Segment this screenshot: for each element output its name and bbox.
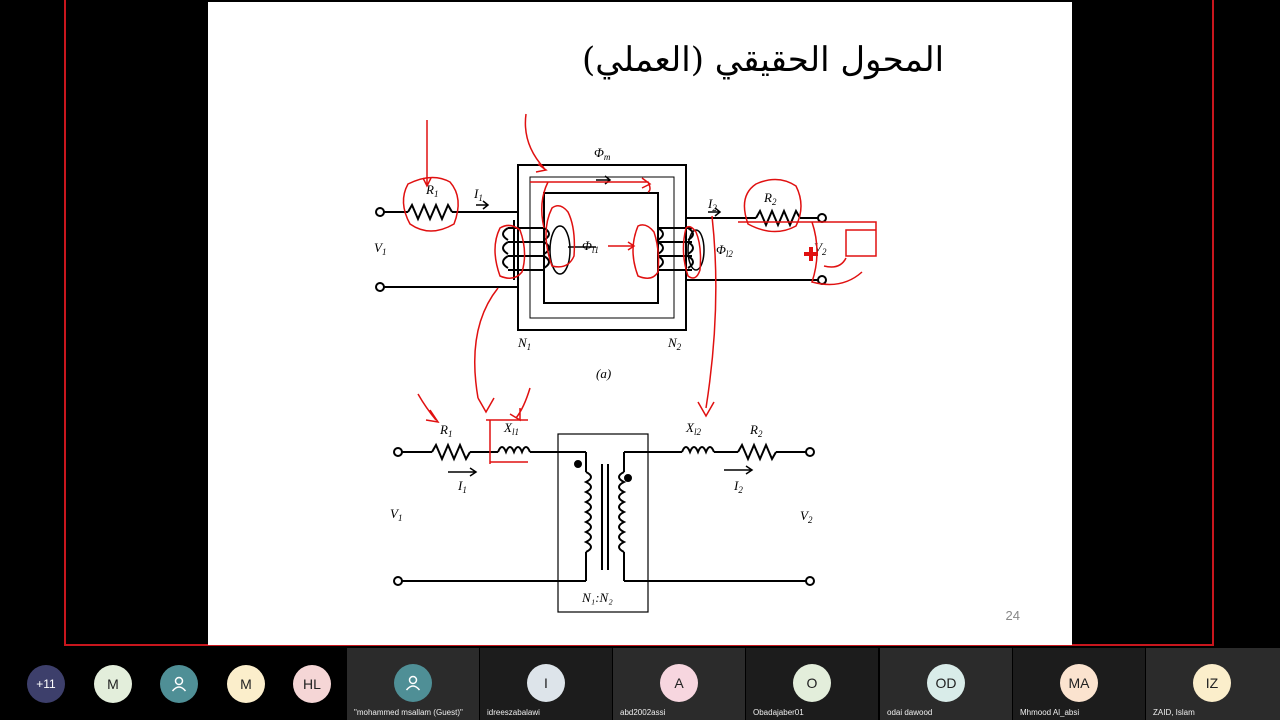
participant-avatar: OD [927, 664, 965, 702]
participant-avatar[interactable]: M [94, 665, 132, 703]
label-n2: N2 [667, 335, 682, 352]
participant-avatar: I [527, 664, 565, 702]
label-r1-eq: R1 [439, 422, 452, 439]
participant-tile[interactable]: IZ ZAID, Islam [1146, 648, 1280, 720]
participant-name: odai dawood [887, 708, 933, 717]
participant-avatar [394, 664, 432, 702]
xl1-inductor [497, 446, 531, 455]
participant-tile[interactable]: "mohammed msallam (Guest)" [347, 648, 479, 720]
label-xl2: Xl2 [685, 420, 701, 437]
participant-avatar: O [793, 664, 831, 702]
participant-tile[interactable]: OD odai dawood [880, 648, 1012, 720]
label-v2-eq: V2 [800, 508, 813, 525]
r2-eq-resistor [737, 442, 777, 462]
label-r2-eq: R2 [749, 422, 763, 439]
participant-name: Mhmood Al_absi [1020, 708, 1080, 717]
participants-bar: +11 M M HL "mohammed msallam (Guest)" I … [0, 648, 1280, 720]
ideal-transformer-box [557, 433, 649, 613]
participant-avatar[interactable]: M [227, 665, 265, 703]
label-phi-l1: Φl1 [582, 238, 599, 255]
label-v1: V1 [374, 240, 386, 257]
label-i1: I1 [473, 186, 483, 203]
secondary-coil [657, 227, 694, 271]
core-window [543, 192, 659, 304]
figure-a-labels: R1 I1 Φm I2 R2 V1 Φl1 Φl2 V2 N1 N2 (a) [374, 145, 827, 381]
presentation-slide: المحول الحقيقي (العملي) 24 [208, 2, 1072, 645]
participant-tile[interactable]: I idreeszabalawi [480, 648, 612, 720]
label-n1: N1 [517, 335, 531, 352]
user-icon [405, 675, 421, 691]
figure-b-labels: R1 Xl1 Xl2 R2 I1 I2 V1 V2 N₁:N₂ [390, 420, 813, 605]
participant-avatar: IZ [1193, 664, 1231, 702]
participant-avatar: MA [1060, 664, 1098, 702]
label-r1: R1 [425, 182, 438, 199]
more-participants-button[interactable]: +11 [27, 665, 65, 703]
label-phi-m: Φm [594, 145, 611, 162]
participant-name: abd2002assi [620, 708, 666, 717]
participant-name: idreeszabalawi [487, 708, 540, 717]
participant-avatar: A [660, 664, 698, 702]
figure-b [393, 433, 815, 613]
label-i2-eq: I2 [733, 478, 743, 495]
transformer-diagram: R1 I1 Φm I2 R2 V1 Φl1 Φl2 V2 N1 N2 (a) [374, 113, 877, 613]
participant-tile[interactable]: MA Mhmood Al_absi [1013, 648, 1145, 720]
slide-title: المحول الحقيقي (العملي) [581, 40, 945, 80]
participant-name: ZAID, Islam [1153, 708, 1195, 717]
xl2-inductor [681, 446, 715, 455]
label-xl1: Xl1 [503, 420, 519, 437]
r2-resistor [755, 208, 801, 228]
label-i1-eq: I1 [457, 478, 467, 495]
participant-avatar[interactable]: HL [293, 665, 331, 703]
participant-tile[interactable]: O Obadajaber01 [746, 648, 878, 720]
r1-eq-resistor [431, 442, 471, 462]
primary-coil [502, 220, 550, 280]
participant-tile[interactable]: A abd2002assi [613, 648, 745, 720]
label-r2: R2 [763, 190, 777, 207]
flux-path [529, 176, 675, 319]
label-turns-ratio: N₁:N₂ [581, 590, 613, 605]
r1-resistor [407, 202, 453, 222]
participant-name: Obadajaber01 [753, 708, 804, 717]
user-icon [171, 676, 187, 692]
participant-name: "mohammed msallam (Guest)" [354, 708, 463, 717]
label-i2: I2 [707, 196, 717, 213]
label-v2: V2 [814, 240, 827, 257]
core-outer [517, 164, 687, 331]
figure-a [375, 164, 827, 331]
red-annotations [402, 113, 877, 464]
participant-avatar[interactable] [160, 665, 198, 703]
label-v1-eq: V1 [390, 506, 402, 523]
label-phi-l2: Φl2 [716, 242, 733, 259]
label-fig-a: (a) [596, 366, 611, 381]
slide-page-number: 24 [1005, 608, 1020, 623]
red-cross-icon [804, 247, 818, 261]
